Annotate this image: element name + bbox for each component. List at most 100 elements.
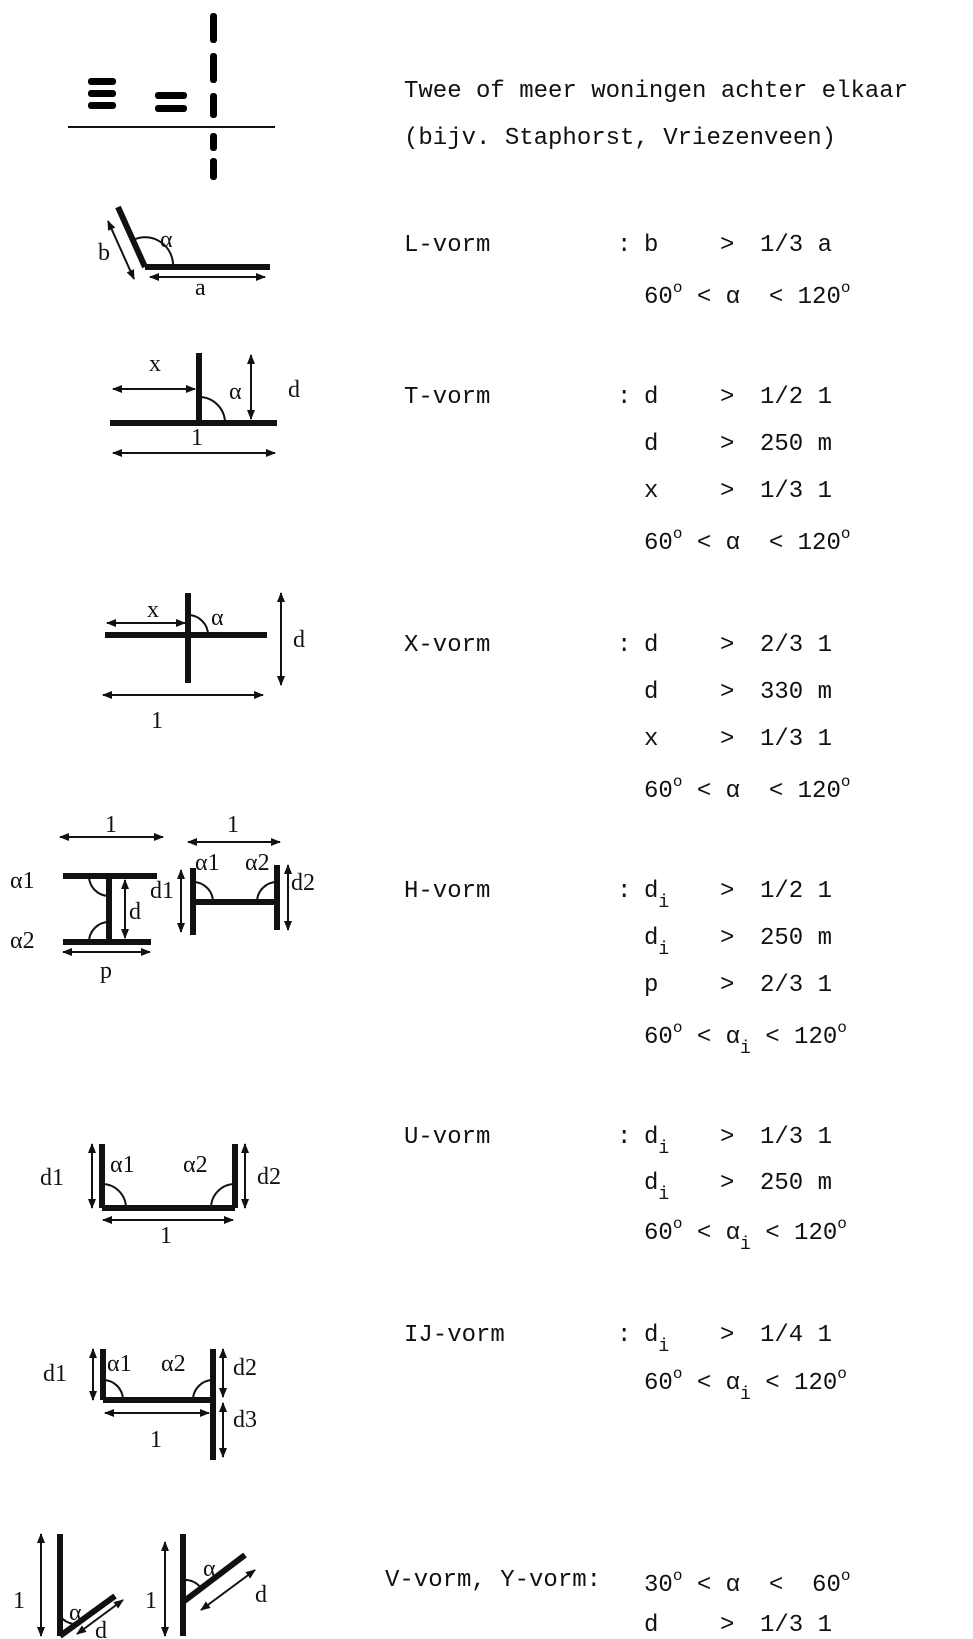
cond-rel: >	[720, 431, 735, 458]
cond-lhs: d	[644, 1612, 659, 1639]
cond-rhs: 2/3 1	[760, 972, 833, 999]
cond-rel: >	[720, 1170, 735, 1197]
label-l-second: 1	[227, 812, 239, 838]
label-alpha-second: α	[203, 1556, 216, 1582]
label-alpha1-second: α1	[195, 850, 220, 876]
cond-lhs: p	[644, 972, 659, 999]
cond-rhs: 1/2 1	[760, 384, 833, 411]
label-alpha: α	[160, 227, 173, 253]
cond-rhs: 250 m	[760, 925, 833, 952]
cond-rhs: 1/2 1	[760, 878, 833, 905]
cond-rel: >	[720, 925, 735, 952]
label-d2: d2	[291, 870, 315, 896]
label-alpha2: α2	[183, 1152, 208, 1178]
colon: :	[617, 878, 632, 905]
cond-angle-row: 60o < α < 120o	[644, 773, 851, 805]
label-x: x	[147, 597, 159, 623]
cond-lhs: x	[644, 726, 659, 753]
cond-lhs: d	[644, 679, 659, 706]
cond-rel: >	[720, 726, 735, 753]
cond-lhs: b	[644, 232, 659, 259]
cond-rhs: 330 m	[760, 679, 833, 706]
cond-rel: >	[720, 478, 735, 505]
diagram-t-vorm: x α d 1	[110, 351, 300, 457]
form-name-v-y: V-vorm, Y-vorm:	[385, 1567, 602, 1594]
colon: :	[617, 1322, 632, 1349]
diagram-ij-vorm: d1 α1 α2 d2 d3 1	[43, 1348, 257, 1460]
cond-rhs: 1/3 1	[760, 478, 833, 505]
cond-rhs: 1/4 1	[760, 1322, 833, 1349]
cond-angle-row: 60o < αi < 120o	[644, 1365, 847, 1405]
diagram-h-vorm: 1 α1 α2 d p 1 d1 α1 α2 d2	[10, 812, 315, 984]
cond-lhs: d	[644, 384, 659, 411]
cond-lhs: di	[644, 1170, 670, 1205]
label-alpha: α	[211, 605, 224, 631]
form-name-u: U-vorm	[404, 1124, 491, 1151]
cond-rel: >	[720, 384, 735, 411]
cond-rhs: 250 m	[760, 1170, 833, 1197]
cond-angle-row: 60o < αi < 120o	[644, 1215, 847, 1255]
cond-angle-row: 60o < αi < 120o	[644, 1019, 847, 1059]
cond-rel: >	[720, 632, 735, 659]
cond-rhs: 1/3 1	[760, 726, 833, 753]
cond-rhs: 2/3 1	[760, 632, 833, 659]
cond-angle-row: 60o < α < 120o	[644, 279, 851, 311]
diagram-v-y-vorm: 1 α d 1 α d	[13, 1533, 267, 1639]
cond-rel: >	[720, 679, 735, 706]
cond-rel: >	[720, 972, 735, 999]
colon: :	[617, 1124, 632, 1151]
form-name-h: H-vorm	[404, 878, 491, 905]
label-l: 1	[160, 1223, 172, 1249]
label-d: d	[288, 377, 300, 403]
cond-lhs: di	[644, 878, 670, 913]
label-l: 1	[150, 1427, 162, 1453]
cond-lhs: di	[644, 1124, 670, 1159]
cond-rhs: 250 m	[760, 431, 833, 458]
diagram-x-vorm: x α d 1	[102, 592, 305, 734]
label-d-second: d	[255, 1582, 267, 1608]
cond-rel: >	[720, 1322, 735, 1349]
form-name-t: T-vorm	[404, 384, 491, 411]
cond-lhs: x	[644, 478, 659, 505]
cond-rhs: 1/3 a	[760, 232, 833, 259]
label-alpha1: α1	[10, 868, 35, 894]
cond-angle-row: 30o < α < 60o	[644, 1567, 851, 1599]
form-name-l: L-vorm	[404, 232, 491, 259]
cond-rel: >	[720, 878, 735, 905]
label-p: p	[100, 958, 112, 984]
form-name-ij: IJ-vorm	[404, 1322, 505, 1349]
label-d1: d1	[43, 1361, 67, 1387]
label-alpha1: α1	[110, 1152, 135, 1178]
cond-lhs: di	[644, 1322, 670, 1357]
label-l: 1	[191, 425, 203, 451]
cond-rhs: 1/3 1	[760, 1612, 833, 1639]
label-l-second: 1	[145, 1588, 157, 1614]
form-name-x: X-vorm	[404, 632, 491, 659]
label-d: d	[293, 627, 305, 653]
intro-line-2: (bijv. Staphorst, Vriezenveen)	[404, 125, 837, 152]
cond-angle-row: 60o < α < 120o	[644, 525, 851, 557]
label-d1: d1	[40, 1165, 64, 1191]
label-alpha2: α2	[10, 928, 35, 954]
cond-rel: >	[720, 1612, 735, 1639]
diagram-l-vorm: b α a	[98, 205, 270, 301]
colon: :	[617, 632, 632, 659]
label-b: b	[98, 240, 110, 266]
label-d1: d1	[150, 878, 174, 904]
colon: :	[617, 384, 632, 411]
diagram-u-vorm: d1 α1 α2 d2 1	[40, 1143, 281, 1249]
label-x: x	[149, 351, 161, 377]
label-l: 1	[13, 1588, 25, 1614]
label-d2: d2	[233, 1355, 257, 1381]
cond-lhs: d	[644, 431, 659, 458]
cond-rel: >	[720, 1124, 735, 1151]
colon: :	[617, 232, 632, 259]
cond-rhs: 1/3 1	[760, 1124, 833, 1151]
cond-lhs: di	[644, 925, 670, 960]
label-d3: d3	[233, 1407, 257, 1433]
cond-lhs: d	[644, 632, 659, 659]
label-alpha: α	[69, 1600, 82, 1626]
intro-line-1: Twee of meer woningen achter elkaar	[404, 78, 909, 105]
label-d: d	[129, 899, 141, 925]
label-alpha2-second: α2	[245, 850, 270, 876]
